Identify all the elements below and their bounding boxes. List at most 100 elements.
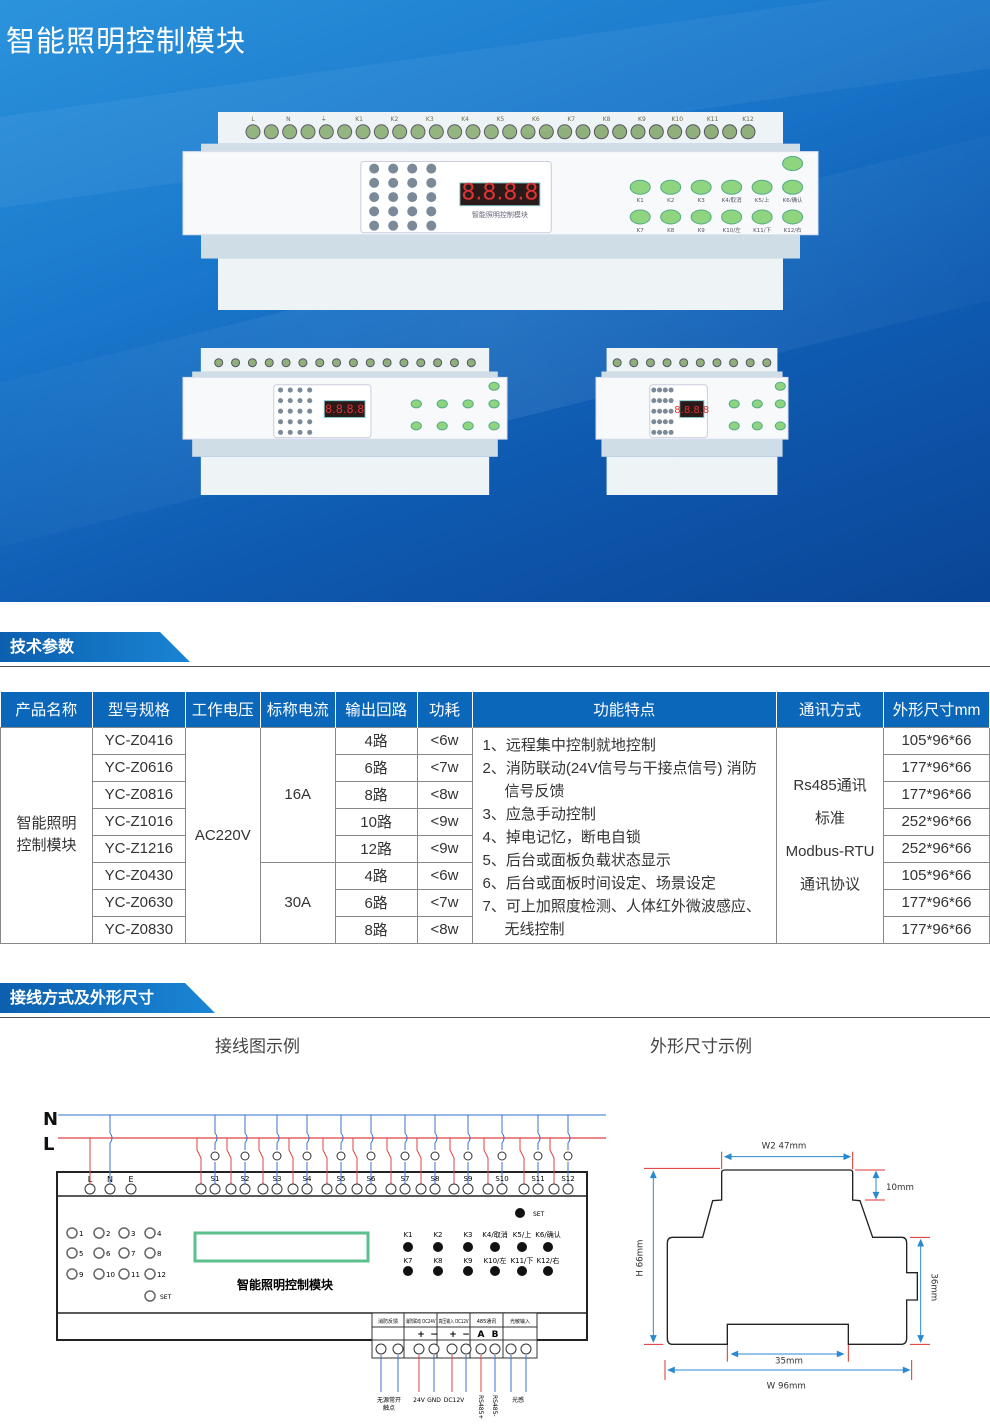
screw-terminal-icon bbox=[502, 124, 518, 140]
terminal-label: K2 bbox=[391, 116, 399, 123]
status-led-icon bbox=[407, 220, 418, 231]
switch-wire bbox=[352, 1138, 358, 1184]
set-button bbox=[782, 155, 804, 171]
led-indicator-icon bbox=[118, 1247, 130, 1259]
model-cell: YC-Z0430 bbox=[91, 861, 186, 890]
lamp-icon bbox=[430, 1151, 440, 1161]
lamp-wire bbox=[404, 1115, 408, 1184]
status-led-icon bbox=[668, 419, 674, 425]
key-button bbox=[721, 209, 743, 225]
key-button bbox=[462, 421, 474, 431]
screw-terminal-icon bbox=[348, 358, 358, 368]
column-header: 功耗 bbox=[417, 692, 473, 727]
terminal-screw-icon bbox=[460, 1343, 472, 1355]
led-indicator-icon bbox=[66, 1247, 78, 1259]
key-button bbox=[721, 179, 743, 195]
display-panel bbox=[649, 384, 708, 439]
key-button-icon bbox=[543, 1266, 553, 1276]
dimension-cell: 252*96*66 bbox=[883, 834, 990, 863]
screw-terminal-icon bbox=[399, 358, 409, 368]
feature-item: 3、应急手动控制 bbox=[482, 805, 596, 823]
terminal-screw-icon bbox=[428, 1343, 440, 1355]
status-led-icon bbox=[407, 163, 418, 174]
terminal-screw-icon bbox=[351, 1183, 363, 1195]
column-header: 通讯方式 bbox=[776, 692, 884, 727]
terminal-screw-icon bbox=[475, 1343, 487, 1355]
screw-terminal-icon bbox=[433, 358, 443, 368]
key-label: K6/确认 bbox=[535, 1230, 560, 1239]
status-led-icon bbox=[287, 387, 293, 393]
output-label: S8 bbox=[431, 1175, 440, 1183]
terminal-screw-icon bbox=[429, 1183, 441, 1195]
feature-item: 5、后台或面板负载状态显示 bbox=[482, 851, 671, 869]
screw-terminal-icon bbox=[629, 358, 639, 368]
dimension-cell: 177*96*66 bbox=[883, 753, 990, 782]
switch-wire bbox=[196, 1138, 202, 1184]
page-title: 智能照明控制模块 bbox=[6, 24, 247, 58]
key-button bbox=[751, 209, 773, 225]
key-button-icon bbox=[403, 1242, 413, 1252]
status-led-icon bbox=[388, 206, 399, 217]
terminal-screw-icon bbox=[462, 1183, 474, 1195]
status-led-icon bbox=[657, 387, 663, 393]
output-cell: 4路 bbox=[334, 861, 418, 890]
key-button-icon bbox=[517, 1242, 527, 1252]
output-label: S9 bbox=[464, 1175, 473, 1183]
screw-terminal-icon bbox=[712, 358, 722, 368]
dimension-subtitle: 外形尺寸示例 bbox=[650, 1037, 752, 1057]
bottom-label: RS485+ bbox=[477, 1395, 484, 1419]
bottom-label: DC12V bbox=[444, 1397, 465, 1404]
screw-terminal-icon bbox=[612, 358, 622, 368]
polarity-label: B bbox=[492, 1330, 499, 1340]
lamp-wire bbox=[214, 1115, 218, 1184]
led-indicator-icon bbox=[144, 1247, 156, 1259]
screw-terminal-icon bbox=[745, 358, 755, 368]
screw-terminal-icon bbox=[247, 358, 257, 368]
screw-terminal-icon bbox=[557, 124, 573, 140]
wiring-subtitle: 接线图示例 bbox=[215, 1037, 300, 1057]
terminal-label: K11 bbox=[707, 116, 719, 123]
model-cell: YC-Z0416 bbox=[91, 726, 186, 755]
lamp-wire bbox=[434, 1115, 438, 1184]
screw-terminal-icon bbox=[382, 358, 392, 368]
output-label: S11 bbox=[531, 1175, 544, 1183]
key-button-icon bbox=[463, 1242, 473, 1252]
key-button bbox=[488, 421, 500, 431]
status-led-icon bbox=[657, 398, 663, 404]
key-label: K6/确认 bbox=[783, 196, 803, 204]
status-led-icon bbox=[657, 429, 663, 435]
display-panel bbox=[360, 161, 552, 234]
screw-terminal-icon bbox=[762, 358, 772, 368]
key-label: K9 bbox=[463, 1257, 472, 1265]
terminal-screw-icon bbox=[321, 1183, 333, 1195]
led-label: 12 bbox=[157, 1271, 166, 1279]
block-header: 消防联动 DC24V bbox=[406, 1318, 436, 1325]
status-led-icon bbox=[668, 387, 674, 393]
key-button bbox=[774, 421, 786, 431]
key-button-icon bbox=[463, 1266, 473, 1276]
status-led-icon bbox=[369, 206, 380, 217]
key-label: K3 bbox=[698, 198, 706, 204]
bottom-label: 光感 bbox=[512, 1396, 524, 1404]
screw-terminal-icon bbox=[365, 358, 375, 368]
terminal-label: K12 bbox=[742, 116, 754, 123]
lamp-icon bbox=[366, 1151, 376, 1161]
led-indicator-icon bbox=[144, 1268, 156, 1280]
section-header-specs: 技术参数 bbox=[0, 632, 190, 662]
dimension-arrows bbox=[649, 1153, 925, 1374]
side-label: 36mm bbox=[929, 1273, 939, 1301]
key-button bbox=[629, 209, 651, 225]
screw-terminal-icon bbox=[645, 358, 655, 368]
led-indicator-icon bbox=[93, 1268, 105, 1280]
polarity-label: − bbox=[430, 1330, 438, 1340]
led-indicator-icon bbox=[118, 1227, 130, 1239]
led-label: 8 bbox=[157, 1250, 161, 1258]
key-button bbox=[629, 179, 651, 195]
status-led-icon bbox=[662, 408, 668, 414]
terminal-screw-icon bbox=[532, 1183, 544, 1195]
terminal-screw-icon bbox=[271, 1183, 283, 1195]
polarity-label: + bbox=[449, 1330, 457, 1340]
